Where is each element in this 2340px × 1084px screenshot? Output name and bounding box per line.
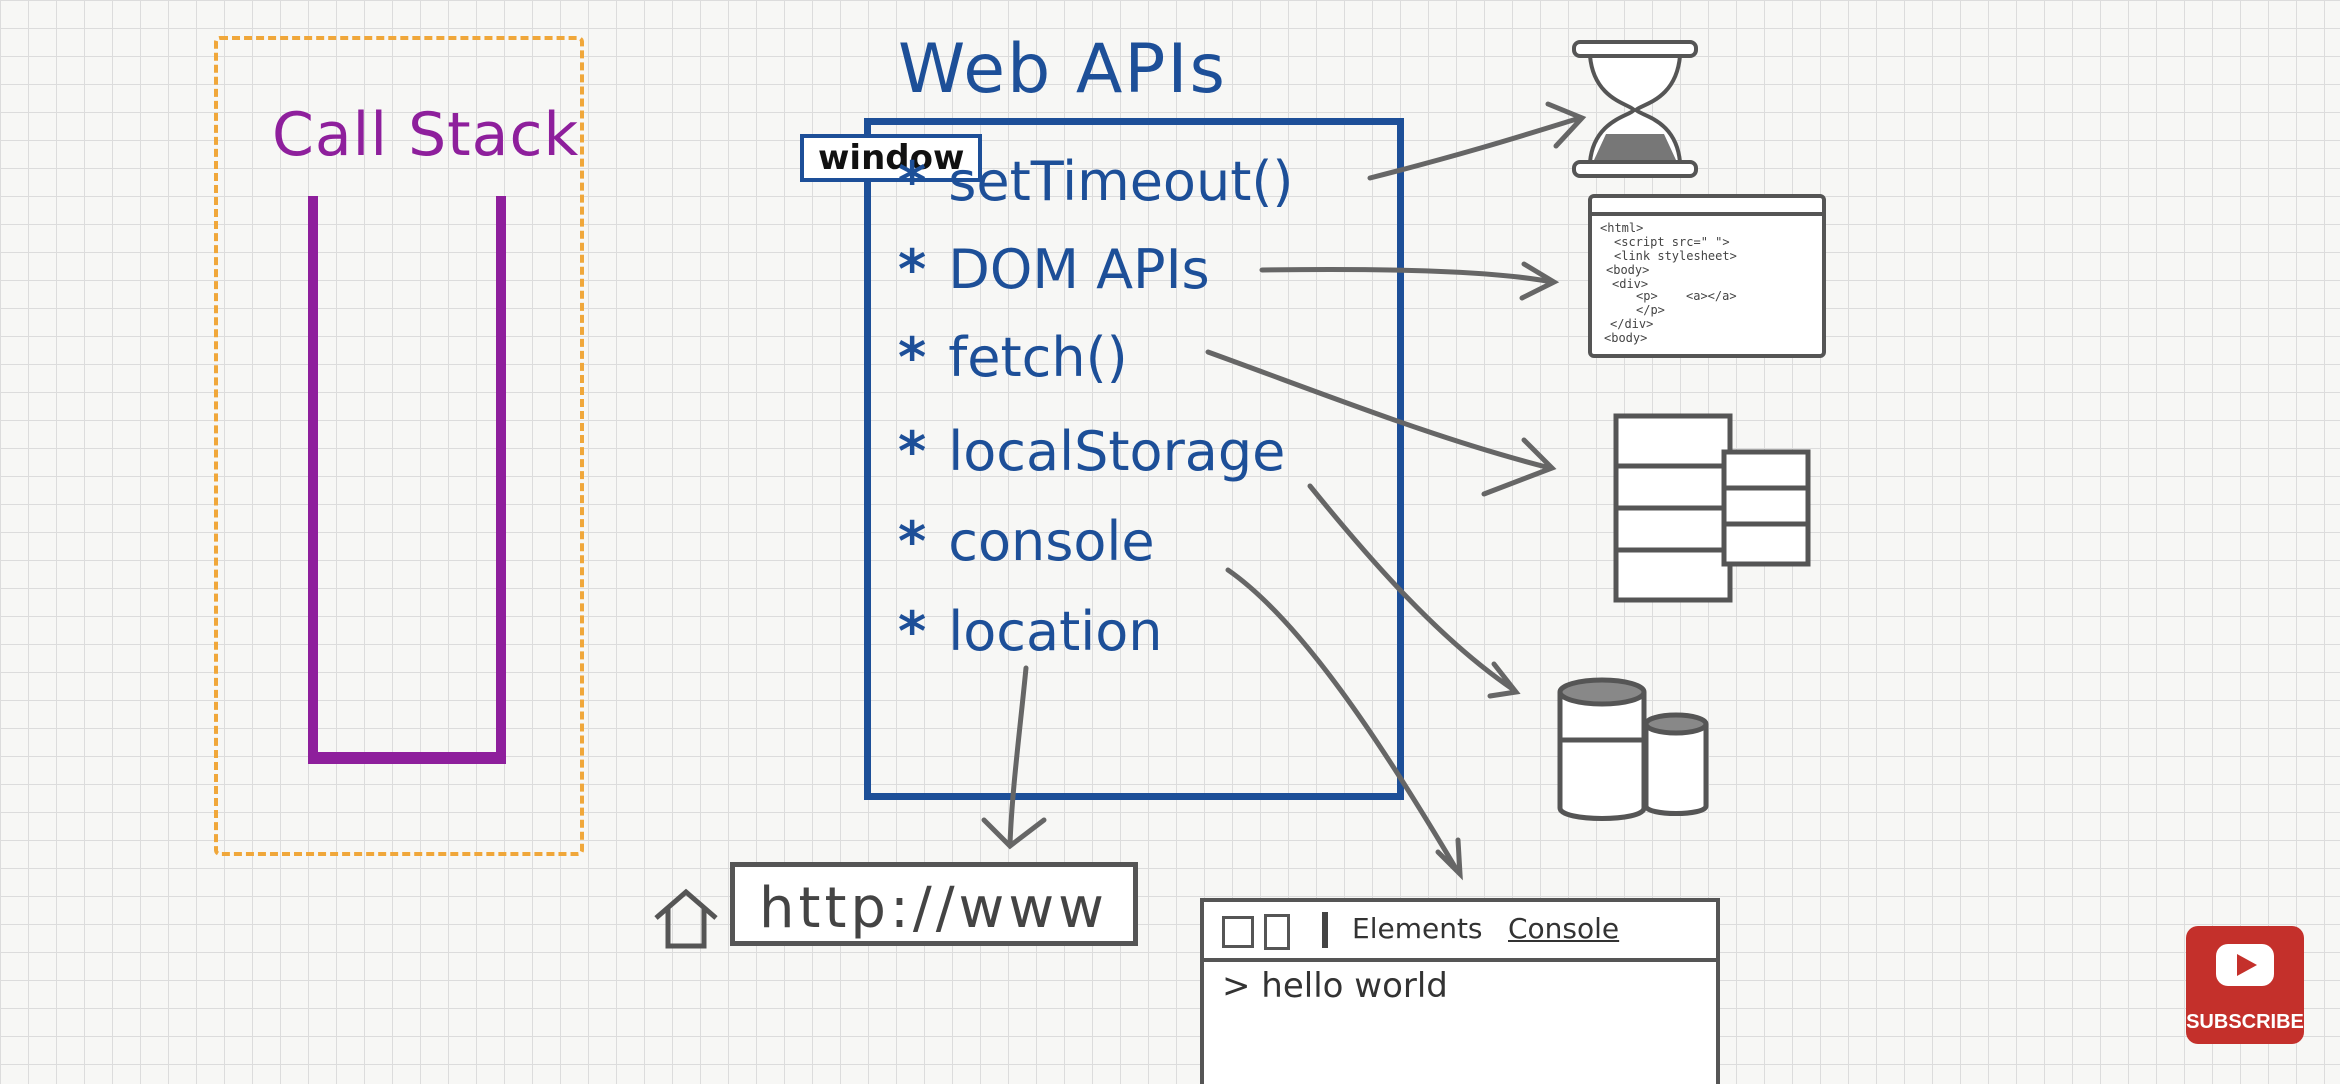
subscribe-button[interactable]: SUBSCRIBE <box>2186 926 2304 1044</box>
code-line: <body> <box>1606 263 1649 277</box>
server-rack-icon <box>1613 413 1811 603</box>
web-apis-title: Web APIs <box>898 30 1227 109</box>
api-item-location: * location <box>898 600 1163 663</box>
arrow-localstorage-to-database <box>1307 483 1521 699</box>
api-label: localStorage <box>948 420 1286 483</box>
html-document-icon <box>1588 194 1826 358</box>
api-label: fetch() <box>948 326 1128 389</box>
arrow-settimeout-to-hourglass <box>1367 101 1587 181</box>
url-bar: http://www <box>730 862 1138 946</box>
bullet-star: * <box>898 238 927 301</box>
api-item-localstorage: * localStorage <box>898 420 1285 483</box>
code-line: <link stylesheet> <box>1614 249 1737 263</box>
call-stack-title: Call Stack <box>272 100 580 170</box>
api-label: console <box>948 510 1155 573</box>
tab-elements: Elements <box>1352 912 1483 945</box>
html-code-text: <html> <script src=" "> <link stylesheet… <box>1600 221 1737 345</box>
api-label: location <box>948 600 1163 663</box>
arrow-console-to-devtools <box>1225 567 1463 881</box>
window-label: window <box>800 134 983 182</box>
device-toolbar-icon <box>1264 914 1290 950</box>
arrow-location-to-url <box>981 665 1047 850</box>
api-item-fetch: * fetch() <box>898 326 1128 389</box>
home-icon <box>654 888 718 949</box>
devtools-panel: Elements Console > hello world <box>1200 898 1720 1084</box>
database-icon <box>1557 677 1709 821</box>
code-line: <script src=" "> <box>1614 235 1730 249</box>
youtube-play-icon <box>2216 944 2274 986</box>
call-stack-container <box>308 196 506 764</box>
arrow-dom-to-html <box>1259 261 1560 301</box>
api-item-dom-apis: * DOM APIs <box>898 238 1210 301</box>
bullet-star: * <box>898 150 927 213</box>
bullet-star: * <box>898 420 927 483</box>
bullet-star: * <box>898 600 927 663</box>
code-line: </div> <box>1610 317 1653 331</box>
code-line: <p> <box>1636 289 1658 303</box>
code-line: <body> <box>1604 331 1647 345</box>
code-line: <a></a> <box>1686 289 1737 303</box>
inspect-icon <box>1222 916 1254 948</box>
devtools-toolbar: Elements Console <box>1204 902 1716 962</box>
bullet-star: * <box>898 510 927 573</box>
code-line: </p> <box>1636 303 1665 317</box>
api-label: DOM APIs <box>948 238 1210 301</box>
toolbar-divider <box>1322 912 1328 948</box>
web-apis-box <box>864 118 1404 800</box>
code-line: <html> <box>1600 221 1643 235</box>
subscribe-label: SUBSCRIBE <box>2186 1011 2304 1033</box>
hourglass-icon <box>1572 40 1698 178</box>
tab-console: Console <box>1508 912 1620 945</box>
bullet-star: * <box>898 326 927 389</box>
api-item-settimeout: * setTimeout() <box>898 150 1294 213</box>
api-label: setTimeout() <box>948 150 1294 213</box>
arrow-fetch-to-servers <box>1205 349 1557 497</box>
code-line: <div> <box>1612 277 1648 291</box>
console-output: > hello world <box>1222 966 1448 1006</box>
api-item-console: * console <box>898 510 1155 573</box>
call-stack-dashed-frame <box>214 36 584 856</box>
